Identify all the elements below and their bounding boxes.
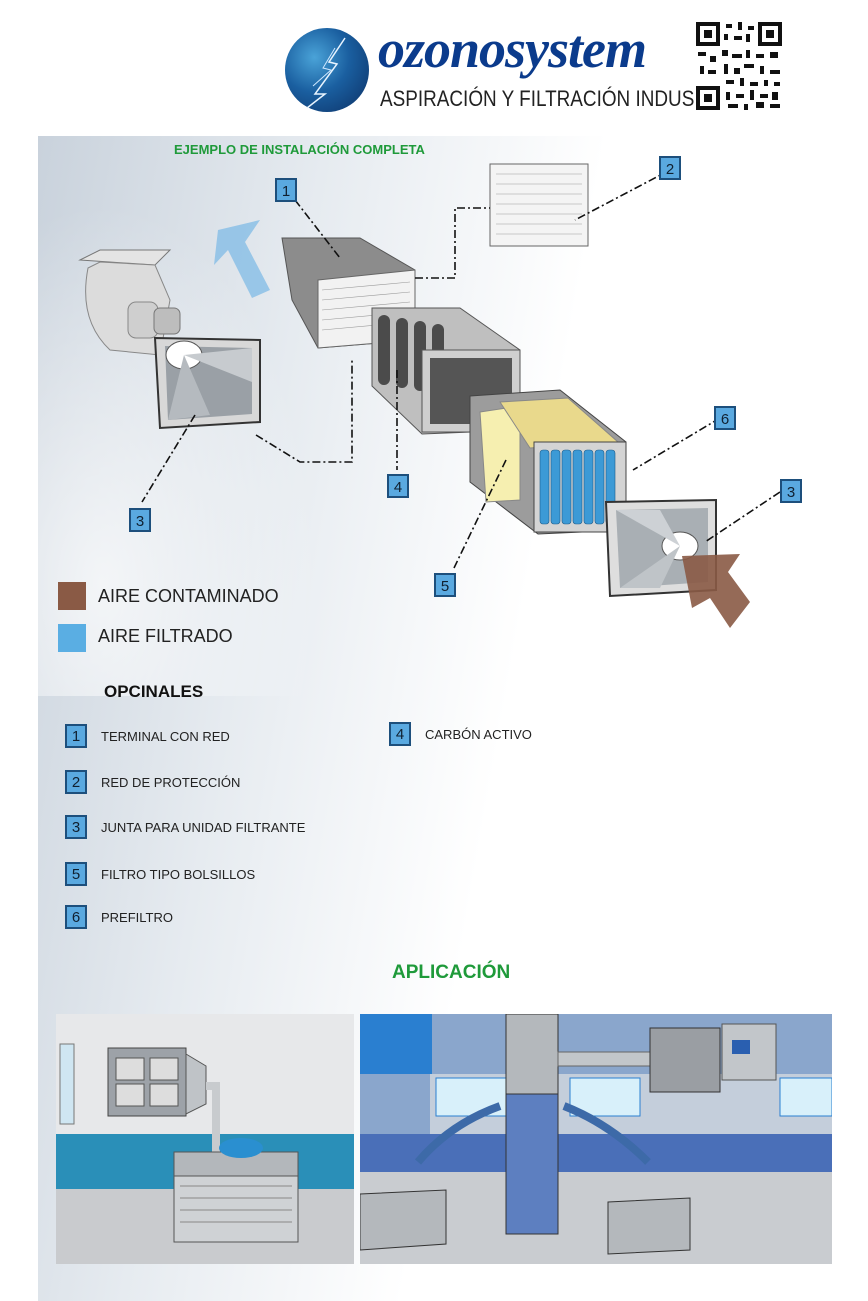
legend-swatch-filtered bbox=[58, 624, 86, 652]
optional-label: RED DE PROTECCIÓN bbox=[101, 775, 241, 790]
optional-label: CARBÓN ACTIVO bbox=[425, 727, 532, 742]
filter-unit bbox=[469, 389, 627, 535]
optional-number: 2 bbox=[65, 770, 87, 794]
application-image-workshop bbox=[56, 1014, 354, 1264]
optional-number: 3 bbox=[65, 815, 87, 839]
junta-left bbox=[153, 336, 261, 430]
diagram-title: EJEMPLO DE INSTALACIÓN COMPLETA bbox=[174, 142, 425, 157]
callout-3-left: 3 bbox=[129, 508, 151, 532]
brand-tagline: ASPIRACIÓN Y FILTRACIÓN INDUSTRIAL bbox=[380, 86, 748, 111]
optional-label: TERMINAL CON RED bbox=[101, 729, 230, 744]
callout-1: 1 bbox=[275, 178, 297, 202]
legend-label-filtered: AIRE FILTRADO bbox=[98, 626, 233, 646]
callout-2: 2 bbox=[659, 156, 681, 180]
application-title: APLICACIÓN bbox=[392, 962, 511, 983]
brand-name: ozonosystem bbox=[378, 19, 647, 79]
logo-globe-icon bbox=[285, 28, 369, 112]
legend-swatch-contaminated bbox=[58, 582, 86, 610]
header: ozonosystem ASPIRACIÓN Y FILTRACIÓN INDU… bbox=[0, 0, 868, 136]
red-proteccion bbox=[489, 163, 589, 247]
legend-label-contaminated: AIRE CONTAMINADO bbox=[98, 586, 279, 606]
optional-number: 4 bbox=[389, 722, 411, 746]
optional-number: 5 bbox=[65, 862, 87, 886]
optional-label: PREFILTRO bbox=[101, 910, 173, 925]
optional-label: FILTRO TIPO BOLSILLOS bbox=[101, 867, 256, 882]
callout-6: 6 bbox=[714, 406, 736, 430]
optional-number: 1 bbox=[65, 724, 87, 748]
callout-5: 5 bbox=[434, 573, 456, 597]
callout-3-right: 3 bbox=[780, 479, 802, 503]
optionals-title: OPCINALES bbox=[104, 682, 204, 701]
installation-diagram bbox=[60, 150, 840, 630]
application-image-factory bbox=[360, 1014, 832, 1264]
optional-number: 6 bbox=[65, 905, 87, 929]
callout-4: 4 bbox=[387, 474, 409, 498]
qr-code bbox=[694, 20, 784, 112]
fan-unit bbox=[78, 249, 181, 356]
optional-label: JUNTA PARA UNIDAD FILTRANTE bbox=[101, 820, 306, 835]
